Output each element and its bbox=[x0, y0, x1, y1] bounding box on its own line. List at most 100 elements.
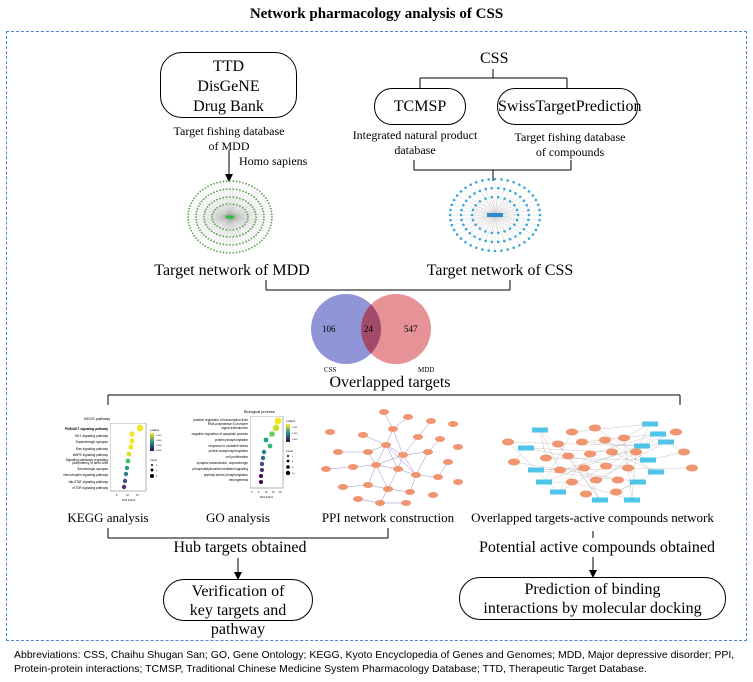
mdd-node bbox=[242, 250, 244, 253]
kegg-term: PI3K/AKT signaling pathway bbox=[64, 427, 108, 431]
go-chart: Biological process positive regulation o… bbox=[172, 410, 307, 505]
mdd-node bbox=[232, 203, 235, 206]
css-node bbox=[474, 223, 477, 227]
css-node bbox=[484, 187, 487, 191]
kegg-chart: KEGG pathway PI3K/AKT signaling pathway … bbox=[44, 415, 174, 505]
mdd-node bbox=[256, 243, 259, 246]
mdd-node bbox=[210, 184, 212, 186]
mdd-node bbox=[266, 232, 269, 235]
compound-node bbox=[550, 489, 566, 495]
ppi-node bbox=[363, 449, 373, 455]
mdd-node bbox=[204, 186, 207, 189]
ppi-node bbox=[453, 444, 463, 450]
mdd-node bbox=[225, 235, 228, 238]
css-node bbox=[484, 230, 487, 233]
target-node bbox=[610, 488, 622, 496]
mdd-node bbox=[235, 251, 238, 254]
mdd-node bbox=[270, 210, 273, 213]
mdd-node bbox=[259, 202, 261, 205]
svg-text:0: 0 bbox=[251, 491, 253, 494]
mdd-node bbox=[263, 194, 265, 197]
mdd-node bbox=[229, 229, 231, 231]
mdd-node bbox=[229, 236, 231, 238]
go-term: phosphatidylinositol-mediated signaling bbox=[192, 466, 248, 471]
mdd-node bbox=[211, 213, 214, 216]
venn-right-value: 547 bbox=[404, 324, 418, 334]
target-node bbox=[606, 448, 618, 456]
target-node bbox=[612, 476, 624, 484]
kegg-plot-area: p.adjust 0.002 0.004 0.006 0.008 Count 4… bbox=[110, 423, 162, 502]
ppi-node bbox=[333, 449, 343, 455]
css-node bbox=[518, 183, 521, 187]
ppi-node bbox=[403, 414, 413, 420]
mdd-node bbox=[262, 221, 265, 224]
mdd-node bbox=[235, 188, 238, 191]
css-node bbox=[513, 223, 516, 227]
css-node bbox=[455, 194, 459, 197]
mdd-node bbox=[225, 188, 228, 191]
ppi-node bbox=[443, 459, 453, 465]
svg-text:4: 4 bbox=[292, 456, 294, 458]
target-node bbox=[584, 450, 596, 458]
mdd-node bbox=[253, 208, 255, 211]
mdd-node bbox=[207, 185, 209, 188]
mdd-node bbox=[254, 218, 257, 221]
css-node bbox=[478, 189, 482, 193]
svg-text:5: 5 bbox=[116, 494, 118, 497]
css-node bbox=[469, 183, 472, 187]
css-node bbox=[523, 240, 526, 244]
mdd-node bbox=[238, 189, 241, 192]
css-node bbox=[518, 195, 522, 199]
mdd-node bbox=[213, 200, 216, 203]
mdd-node bbox=[205, 223, 207, 226]
css-hub bbox=[487, 213, 503, 217]
compound-node bbox=[642, 421, 658, 427]
mdd-node bbox=[262, 218, 265, 221]
ppi-node bbox=[353, 496, 363, 502]
css-node bbox=[475, 180, 478, 184]
mdd-node bbox=[269, 224, 272, 227]
mdd-node bbox=[216, 225, 219, 228]
css-node bbox=[516, 213, 520, 217]
mdd-node bbox=[245, 211, 248, 213]
ppi-node bbox=[448, 421, 458, 427]
mdd-node bbox=[239, 226, 241, 229]
svg-text:0.001: 0.001 bbox=[292, 427, 298, 429]
venn-overlap-value: 24 bbox=[364, 324, 374, 334]
svg-text:0.002: 0.002 bbox=[156, 435, 162, 437]
css-node bbox=[512, 180, 515, 184]
venn-diagram: 106 24 547 CSS MDD bbox=[311, 294, 434, 374]
mdd-node bbox=[203, 218, 206, 221]
mdd-node bbox=[235, 228, 238, 230]
kegg-analysis-label: KEGG analysis bbox=[67, 510, 149, 525]
css-node bbox=[531, 233, 535, 236]
mdd-node bbox=[264, 197, 267, 200]
go-size-title: Count bbox=[286, 449, 293, 453]
mdd-node bbox=[195, 237, 197, 240]
mdd-node bbox=[259, 229, 261, 232]
svg-text:0.003: 0.003 bbox=[292, 439, 298, 441]
mdd-hub bbox=[226, 215, 234, 219]
prediction-box: Prediction of binding interactions by mo… bbox=[459, 577, 726, 620]
mdd-node bbox=[219, 226, 221, 229]
ppi-node bbox=[398, 452, 408, 458]
go-term: RNA polymerase II promoter bbox=[207, 421, 248, 426]
tcmsp-box: TCMSP bbox=[374, 88, 466, 125]
mdd-node bbox=[235, 196, 238, 199]
css-node bbox=[538, 208, 541, 212]
mdd-node bbox=[254, 213, 257, 216]
css-node bbox=[452, 198, 456, 202]
css-node bbox=[461, 203, 465, 207]
mdd-node bbox=[214, 208, 216, 211]
mdd-node bbox=[199, 202, 201, 205]
mdd-node bbox=[261, 207, 264, 210]
target-node bbox=[580, 490, 592, 498]
svg-text:15: 15 bbox=[136, 494, 139, 497]
venn-mdd-circle bbox=[361, 294, 431, 364]
mdd-node bbox=[250, 194, 253, 197]
css-node bbox=[508, 237, 512, 241]
css-node bbox=[503, 187, 506, 191]
mdd-node bbox=[213, 191, 215, 194]
css-node bbox=[525, 203, 529, 207]
